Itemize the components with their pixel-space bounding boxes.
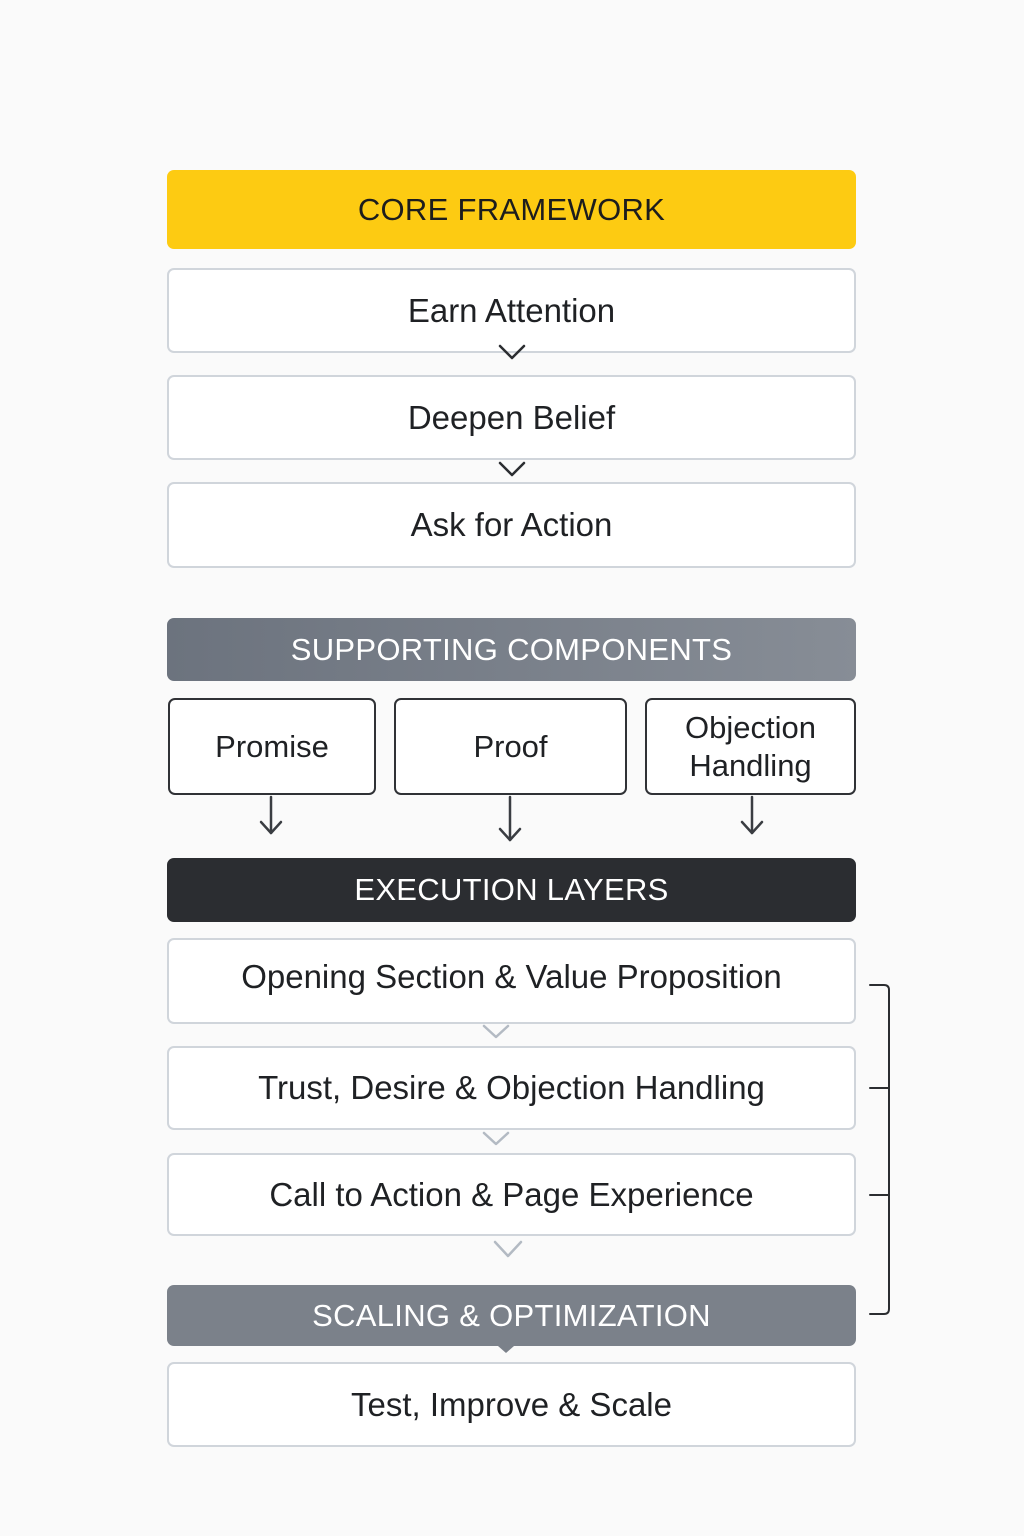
supporting-components-header: SUPPORTING COMPONENTS bbox=[167, 618, 856, 681]
component-proof: Proof bbox=[394, 698, 627, 795]
component-objection-handling: Objection Handling bbox=[645, 698, 856, 795]
step-test-improve-scale: Test, Improve & Scale bbox=[167, 1362, 856, 1447]
layer-trust-desire: Trust, Desire & Objection Handling bbox=[167, 1046, 856, 1130]
component-promise: Promise bbox=[168, 698, 376, 795]
scaling-optimization-header: SCALING & OPTIMIZATION bbox=[167, 1285, 856, 1346]
chevron-down-icon bbox=[493, 1240, 523, 1258]
layer-call-to-action: Call to Action & Page Experience bbox=[167, 1153, 856, 1236]
bracket-icon bbox=[869, 984, 890, 1315]
chevron-down-icon bbox=[482, 1131, 510, 1146]
pointer-icon bbox=[498, 1346, 514, 1353]
chevron-down-icon bbox=[498, 344, 526, 360]
chevron-down-icon bbox=[498, 461, 526, 477]
layer-opening-section: Opening Section & Value Proposition bbox=[167, 938, 856, 1024]
core-framework-header: CORE FRAMEWORK bbox=[167, 170, 856, 249]
step-deepen-belief: Deepen Belief bbox=[167, 375, 856, 460]
step-ask-for-action: Ask for Action bbox=[167, 482, 856, 568]
execution-layers-header: EXECUTION LAYERS bbox=[167, 858, 856, 922]
chevron-down-icon bbox=[482, 1024, 510, 1039]
step-earn-attention: Earn Attention bbox=[167, 268, 856, 353]
